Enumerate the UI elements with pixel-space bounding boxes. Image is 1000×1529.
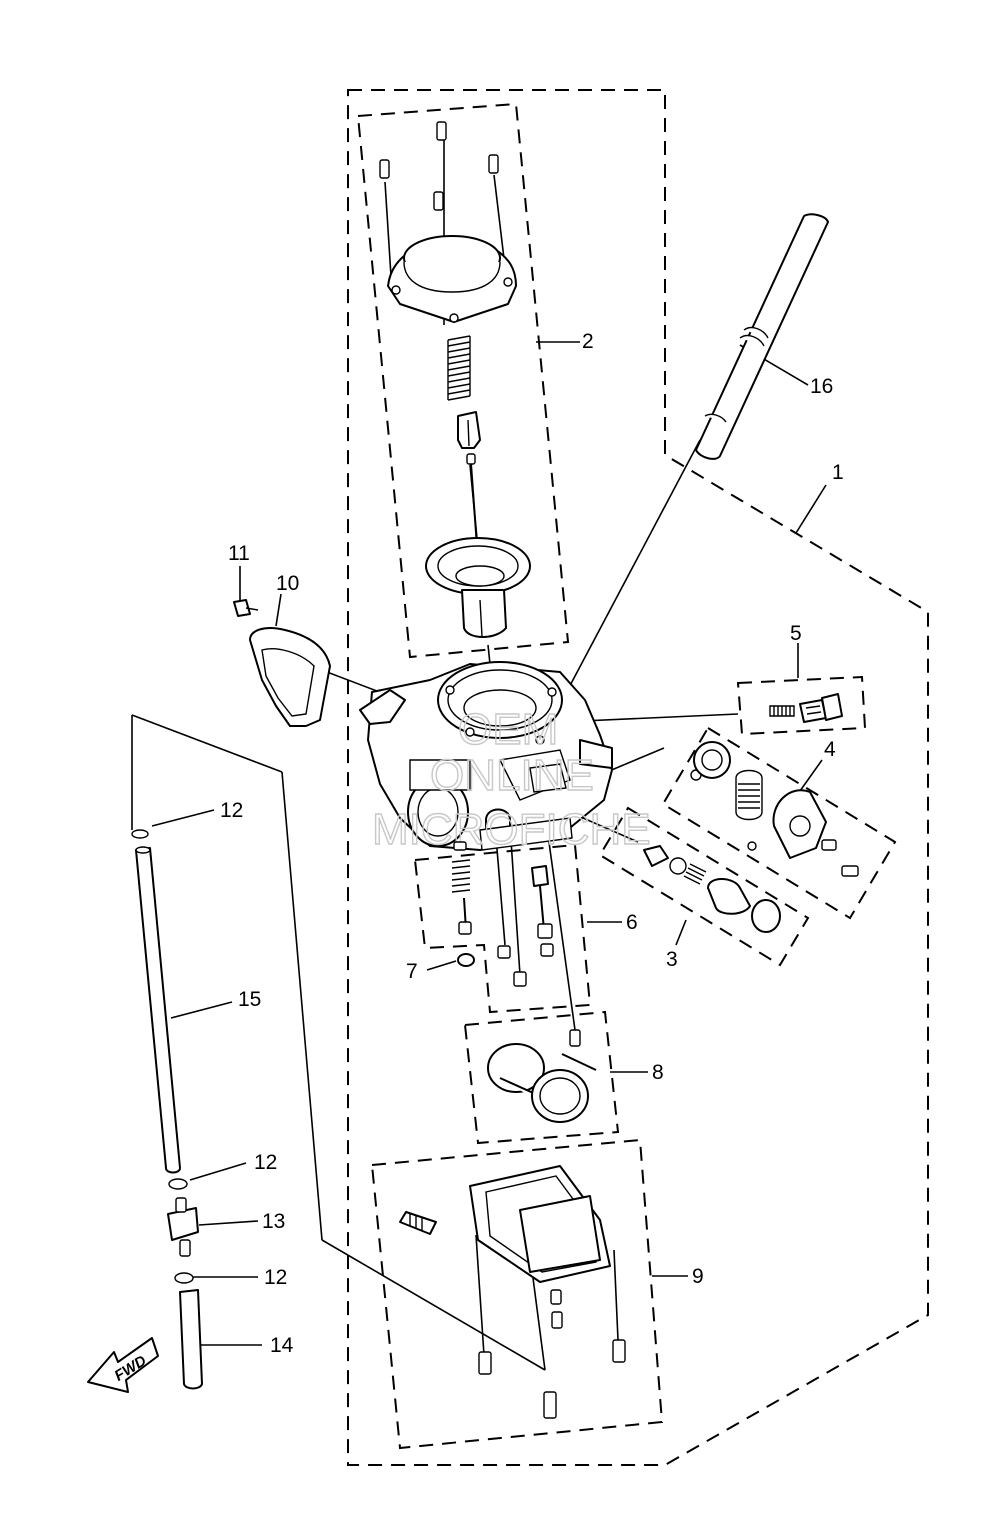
float-chamber <box>399 1165 626 1419</box>
group-3-boundary <box>598 806 810 967</box>
group-1-boundary <box>347 89 929 1466</box>
callout-6: 6 <box>626 911 638 934</box>
callout-3: 3 <box>666 948 678 971</box>
pilot-screw-set <box>769 693 843 723</box>
group-2-boundary <box>356 102 570 659</box>
callout-labels: 1 2 3 4 5 6 7 8 9 10 11 12 12 12 13 14 1… <box>220 330 844 1357</box>
cover-screw <box>233 599 259 617</box>
callout-8: 8 <box>652 1061 664 1084</box>
group-5-boundary <box>736 675 867 736</box>
fwd-arrow-icon: FWD <box>87 1337 159 1393</box>
cover-gasket <box>249 627 331 727</box>
diaphragm-spring <box>447 335 471 401</box>
callout-5: 5 <box>790 622 802 645</box>
top-cover-screws <box>379 121 499 211</box>
group-4-boundary <box>661 726 897 920</box>
callout-14: 14 <box>270 1334 294 1357</box>
group-9-boundary <box>370 1138 664 1450</box>
carburetor-body <box>359 661 613 851</box>
svg-text:ONLINE: ONLINE <box>430 751 594 800</box>
vent-tube <box>695 213 829 460</box>
starter-plunger-set <box>643 845 781 933</box>
callout-10: 10 <box>276 572 299 595</box>
float-assembly <box>487 1029 597 1123</box>
callout-12a: 12 <box>220 799 243 822</box>
callout-12b: 12 <box>254 1151 277 1174</box>
accelerator-pump-set <box>690 741 859 877</box>
callout-1: 1 <box>832 461 844 484</box>
callout-13: 13 <box>262 1210 285 1233</box>
callout-7: 7 <box>406 960 418 983</box>
callout-4: 4 <box>824 738 836 761</box>
group-8-boundary <box>463 1010 620 1145</box>
watermark: OEM ONLINE MICROFICHE <box>371 704 651 854</box>
group-6-boundary <box>413 843 592 1014</box>
callout-2: 2 <box>582 330 594 353</box>
plug-cap <box>457 953 475 967</box>
callout-9: 9 <box>692 1265 704 1288</box>
svg-text:MICROFICHE: MICROFICHE <box>372 805 651 854</box>
hose-assembly <box>131 829 203 1390</box>
needle-holder <box>457 411 481 449</box>
carburetor-top-cover <box>387 235 517 323</box>
diaphragm-piston <box>425 537 531 638</box>
jet-set <box>451 841 554 987</box>
callout-11: 11 <box>228 542 250 565</box>
callout-15: 15 <box>238 988 261 1011</box>
svg-text:OEM: OEM <box>458 705 558 754</box>
callout-16: 16 <box>810 375 833 398</box>
callout-12c: 12 <box>264 1266 287 1289</box>
